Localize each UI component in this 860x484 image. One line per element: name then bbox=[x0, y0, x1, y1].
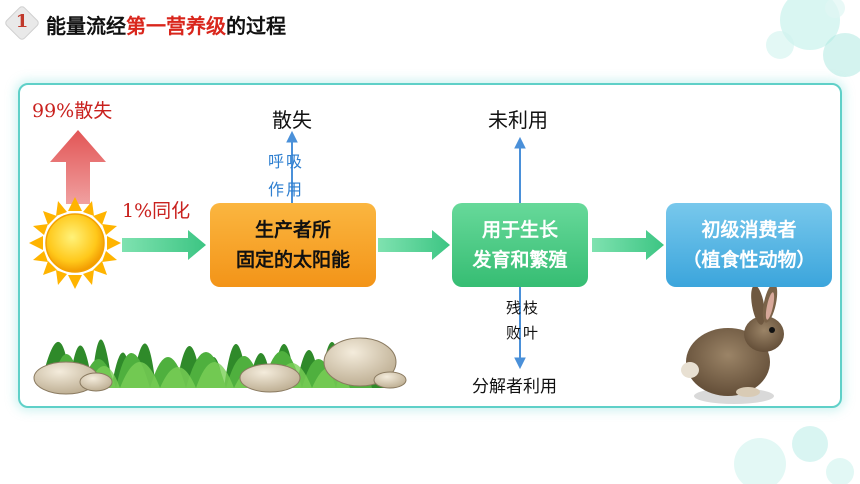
consumer-line-1: 初级消费者 bbox=[701, 219, 797, 241]
primary-consumer-box: 初级消费者 （植食性动物） bbox=[666, 203, 832, 287]
sun-icon bbox=[29, 197, 121, 289]
rabbit-illustration bbox=[681, 283, 784, 404]
unused-label: 未利用 bbox=[488, 108, 548, 132]
section-number-badge: 1 bbox=[5, 6, 40, 40]
respiration-label-1: 呼吸 bbox=[268, 152, 305, 171]
growth-box: 用于生长 发育和繁殖 bbox=[452, 203, 588, 287]
growth-to-consumer-arrow bbox=[592, 230, 664, 260]
producer-energy-box: 生产者所 固定的太阳能 bbox=[210, 203, 376, 287]
page-title: 能量流经第一营养级的过程 bbox=[46, 10, 286, 39]
respiration-label-2: 作用 bbox=[268, 180, 305, 199]
producer-to-growth-arrow bbox=[378, 230, 450, 260]
decomposer-label: 分解者利用 bbox=[472, 377, 557, 397]
assimilation-arrow bbox=[122, 230, 206, 260]
title-highlight: 第一营养级 bbox=[126, 13, 226, 38]
assimilation-label: 1%同化 bbox=[122, 200, 191, 222]
producer-line-2: 固定的太阳能 bbox=[235, 249, 350, 271]
slide-header: 1 能量流经第一营养级的过程 bbox=[5, 6, 286, 42]
decorative-bubbles-bottom bbox=[734, 426, 854, 484]
respiration-arrow bbox=[286, 130, 298, 203]
loss-up-arrow bbox=[50, 130, 106, 204]
section-number: 1 bbox=[15, 11, 29, 32]
unused-arrow bbox=[514, 136, 526, 203]
loss-99-label: 99%散失 bbox=[32, 100, 113, 122]
consumer-line-2: （植食性动物） bbox=[682, 249, 816, 271]
litter-label-2: 败叶 bbox=[506, 324, 541, 342]
decorative-bubbles bbox=[766, 0, 860, 77]
growth-line-2: 发育和繁殖 bbox=[472, 249, 568, 271]
decomposer-arrow bbox=[514, 287, 526, 370]
litter-label-1: 残枝 bbox=[506, 299, 541, 317]
producer-line-1: 生产者所 bbox=[254, 219, 331, 241]
title-prefix: 能量流经 bbox=[46, 13, 126, 38]
loss-label: 散失 bbox=[272, 108, 312, 132]
rocks-illustration bbox=[33, 337, 407, 395]
growth-line-1: 用于生长 bbox=[481, 219, 558, 241]
title-suffix: 的过程 bbox=[226, 13, 286, 38]
